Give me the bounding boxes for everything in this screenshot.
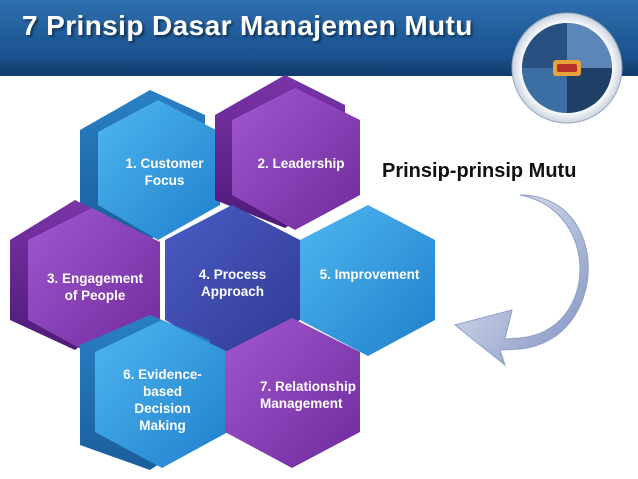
label-improvement: 5. Improvement (319, 267, 420, 282)
hex-process-approach (165, 205, 300, 358)
hex-evidence (80, 315, 228, 470)
label-customer-focus: 1. Customer Focus (125, 156, 204, 188)
logo-emblem (511, 12, 623, 124)
page-title: 7 Prinsip Dasar Manajemen Mutu (22, 10, 473, 41)
label-process-approach: 4. Process Approach (198, 267, 267, 299)
hex-improvement (300, 205, 435, 356)
label-leadership: 2. Leadership (257, 156, 345, 171)
label-evidence: 6. Evidence- based Decision Making (123, 367, 202, 433)
hex-customer-focus (80, 90, 220, 240)
hex-relationship (225, 318, 360, 468)
curved-arrow-icon (453, 194, 589, 367)
diagram-subtitle: Prinsip-prinsip Mutu (382, 160, 577, 182)
hex-engagement (10, 200, 160, 355)
header-strip (0, 58, 638, 76)
label-relationship: 7. Relationship Management (260, 379, 357, 411)
hex-leadership (215, 75, 360, 230)
label-engagement: 3. Engagement of People (46, 271, 144, 303)
